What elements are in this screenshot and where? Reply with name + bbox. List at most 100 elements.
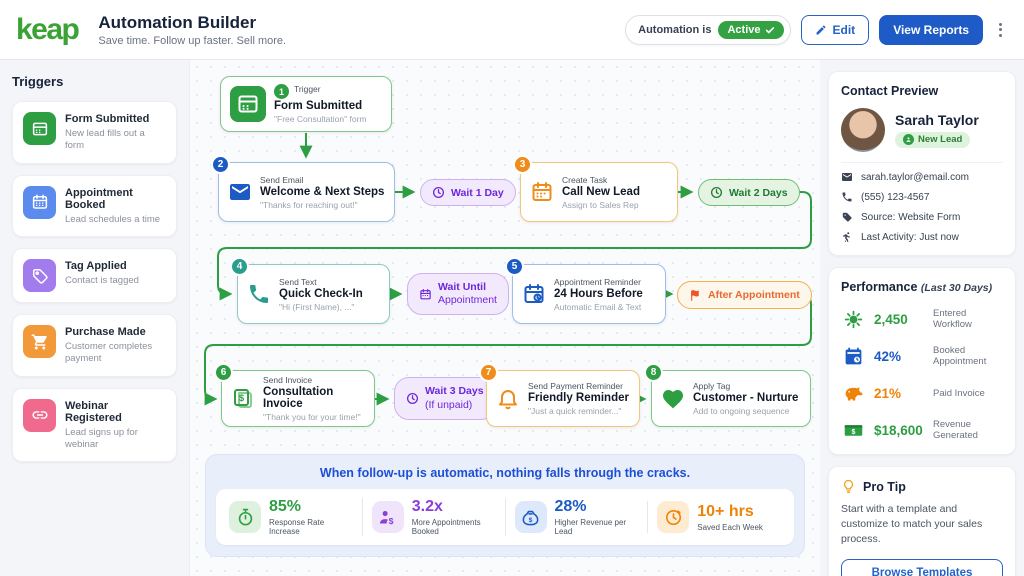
browse-templates-button[interactable]: Browse Templates	[841, 558, 1003, 576]
pencil-icon	[816, 24, 826, 34]
perf-row-revenue: $ $18,600 Revenue Generated	[841, 418, 1003, 442]
automation-status-toggle[interactable]: Automation is Active	[625, 14, 791, 45]
after-appointment-pill[interactable]: After Appointment	[677, 281, 812, 309]
perf-row-paid: 21% Paid Invoice	[841, 381, 1003, 405]
contact-preview-title: Contact Preview	[841, 84, 939, 98]
header: keap Automation Builder Save time. Follo…	[0, 0, 1024, 60]
stat-response-rate: 85% Response Rate Increase	[220, 498, 362, 536]
pro-tip-body: Start with a template and customize to m…	[841, 503, 983, 546]
pro-tip-title: Pro Tip	[863, 479, 906, 494]
mail-icon	[842, 173, 852, 181]
phone-icon	[247, 282, 271, 306]
cart-icon	[23, 325, 56, 359]
right-panel: Contact Preview Sarah Taylor New Lead sa…	[820, 60, 1024, 576]
svg-text:$: $	[389, 515, 394, 525]
kebab-menu-icon[interactable]	[993, 19, 1008, 41]
page-title: Automation Builder	[98, 12, 257, 32]
stat-appointments: $ 3.2x More Appointments Booked	[361, 498, 505, 536]
trigger-card-form-submitted[interactable]: Form Submitted New lead fills out a form	[12, 101, 177, 164]
wait-pill-1-day[interactable]: Wait 1 Day	[420, 179, 516, 206]
contact-source: Source: Website Form	[841, 211, 1003, 223]
person-icon	[903, 134, 914, 146]
trigger-card-tag-applied[interactable]: Tag Applied Contact is tagged	[12, 248, 177, 304]
stat-revenue-per-lead: $ 28% Higher Revenue per Lead	[504, 498, 648, 536]
calendar-icon	[420, 288, 431, 299]
page-subtitle: Save time. Follow up faster. Sell more.	[98, 34, 287, 47]
calendar-clock-icon	[841, 344, 865, 368]
step-number-badge: 8	[644, 363, 663, 382]
calendar-clock-icon	[522, 282, 546, 306]
contact-email: sarah.taylor@email.com	[841, 171, 1003, 183]
wait-pill-3-days[interactable]: Wait 3 Days(If unpaid)	[394, 377, 496, 420]
flow-node-appointment-reminder[interactable]: 5 Appointment Reminder 24 Hours Before A…	[505, 257, 666, 324]
stats-row: 85% Response Rate Increase $ 3.2x More A…	[216, 489, 794, 545]
new-lead-badge: New Lead	[895, 131, 971, 148]
trigger-card-webinar-registered[interactable]: Webinar Registered Lead signs up for web…	[12, 387, 177, 463]
flow-node-send-invoice[interactable]: 6 $ Send Invoice Consultation Invoice "T…	[214, 363, 375, 427]
performance-title: Performance (Last 30 Days)	[841, 280, 993, 294]
step-number-badge: 5	[505, 257, 524, 276]
svg-text:$: $	[239, 393, 245, 404]
money-bag-icon: $	[514, 501, 547, 533]
banner-title: When follow-up is automatic, nothing fal…	[319, 466, 691, 480]
view-reports-button[interactable]: View Reports	[879, 14, 983, 45]
perf-row-booked: 42% Booked Appointment	[841, 344, 1003, 368]
pro-tip-card: Pro Tip Start with a template and custom…	[828, 466, 1016, 576]
trigger-card-purchase-made[interactable]: Purchase Made Customer completes payment	[12, 314, 177, 377]
performance-card: Performance (Last 30 Days) 2,450 Entered…	[828, 267, 1016, 455]
step-number-badge: 2	[211, 155, 230, 174]
form-icon	[23, 112, 56, 145]
contact-last-activity: Last Activity: Just now	[841, 231, 1003, 243]
person-dollar-icon: $	[371, 501, 404, 533]
flow-node-create-task[interactable]: 3 Create Task Call New Lead Assign to Sa…	[513, 155, 678, 222]
contact-name: Sarah Taylor	[895, 111, 979, 128]
clock-icon	[432, 186, 445, 199]
burst-icon	[841, 307, 865, 331]
step-number-badge: 6	[214, 363, 233, 382]
header-titles: Automation Builder Save time. Follow up …	[98, 13, 286, 47]
avatar	[841, 108, 885, 152]
flow-node-payment-reminder[interactable]: 7 Send Payment Reminder Friendly Reminde…	[479, 363, 640, 427]
link-icon	[23, 398, 56, 432]
keap-logo: keap	[16, 12, 80, 46]
wait-pill-2-days[interactable]: Wait 2 Days	[698, 179, 800, 206]
clock-icon	[710, 186, 723, 199]
benefits-banner: When follow-up is automatic, nothing fal…	[205, 454, 805, 557]
bell-icon	[496, 387, 520, 411]
triggers-panel-title: Triggers	[12, 74, 64, 89]
piggy-bank-icon	[841, 381, 865, 405]
clock-icon	[406, 392, 419, 405]
step-number-badge: 4	[230, 257, 249, 276]
task-calendar-icon	[530, 180, 554, 204]
status-badge: Active	[718, 20, 784, 39]
step-number-badge: 3	[513, 155, 532, 174]
contact-phone: (555) 123-4567	[841, 191, 1003, 203]
perf-row-entered: 2,450 Entered Workflow	[841, 307, 1003, 331]
flow-node-send-email[interactable]: 2 Send Email Welcome & Next Steps "Thank…	[211, 155, 395, 222]
edit-button[interactable]: Edit	[800, 14, 870, 45]
heart-icon	[661, 387, 685, 411]
stopwatch-icon	[229, 501, 261, 533]
clock-icon	[657, 501, 690, 533]
trigger-card-appointment-booked[interactable]: Appointment Booked Lead schedules a time	[12, 174, 177, 238]
tag-icon	[23, 259, 56, 293]
runner-icon	[843, 232, 850, 242]
contact-preview-card: Contact Preview Sarah Taylor New Lead sa…	[828, 71, 1016, 256]
check-icon	[765, 26, 774, 33]
phone-icon	[842, 192, 852, 202]
step-number-badge: 1	[274, 84, 289, 100]
flow-node-apply-tag[interactable]: 8 Apply Tag Customer - Nurture Add to on…	[644, 363, 811, 427]
svg-text:$: $	[851, 428, 855, 435]
cash-icon: $	[841, 418, 865, 442]
invoice-icon: $	[231, 387, 255, 411]
calendar-icon	[23, 185, 56, 219]
flag-icon	[691, 289, 699, 301]
mail-icon	[228, 180, 252, 204]
lightbulb-icon	[843, 479, 854, 494]
flow-node-send-text[interactable]: 4 Send Text Quick Check-In "Hi (First Na…	[230, 257, 390, 324]
stat-time-saved: 10+ hrs Saved Each Week	[647, 501, 790, 533]
